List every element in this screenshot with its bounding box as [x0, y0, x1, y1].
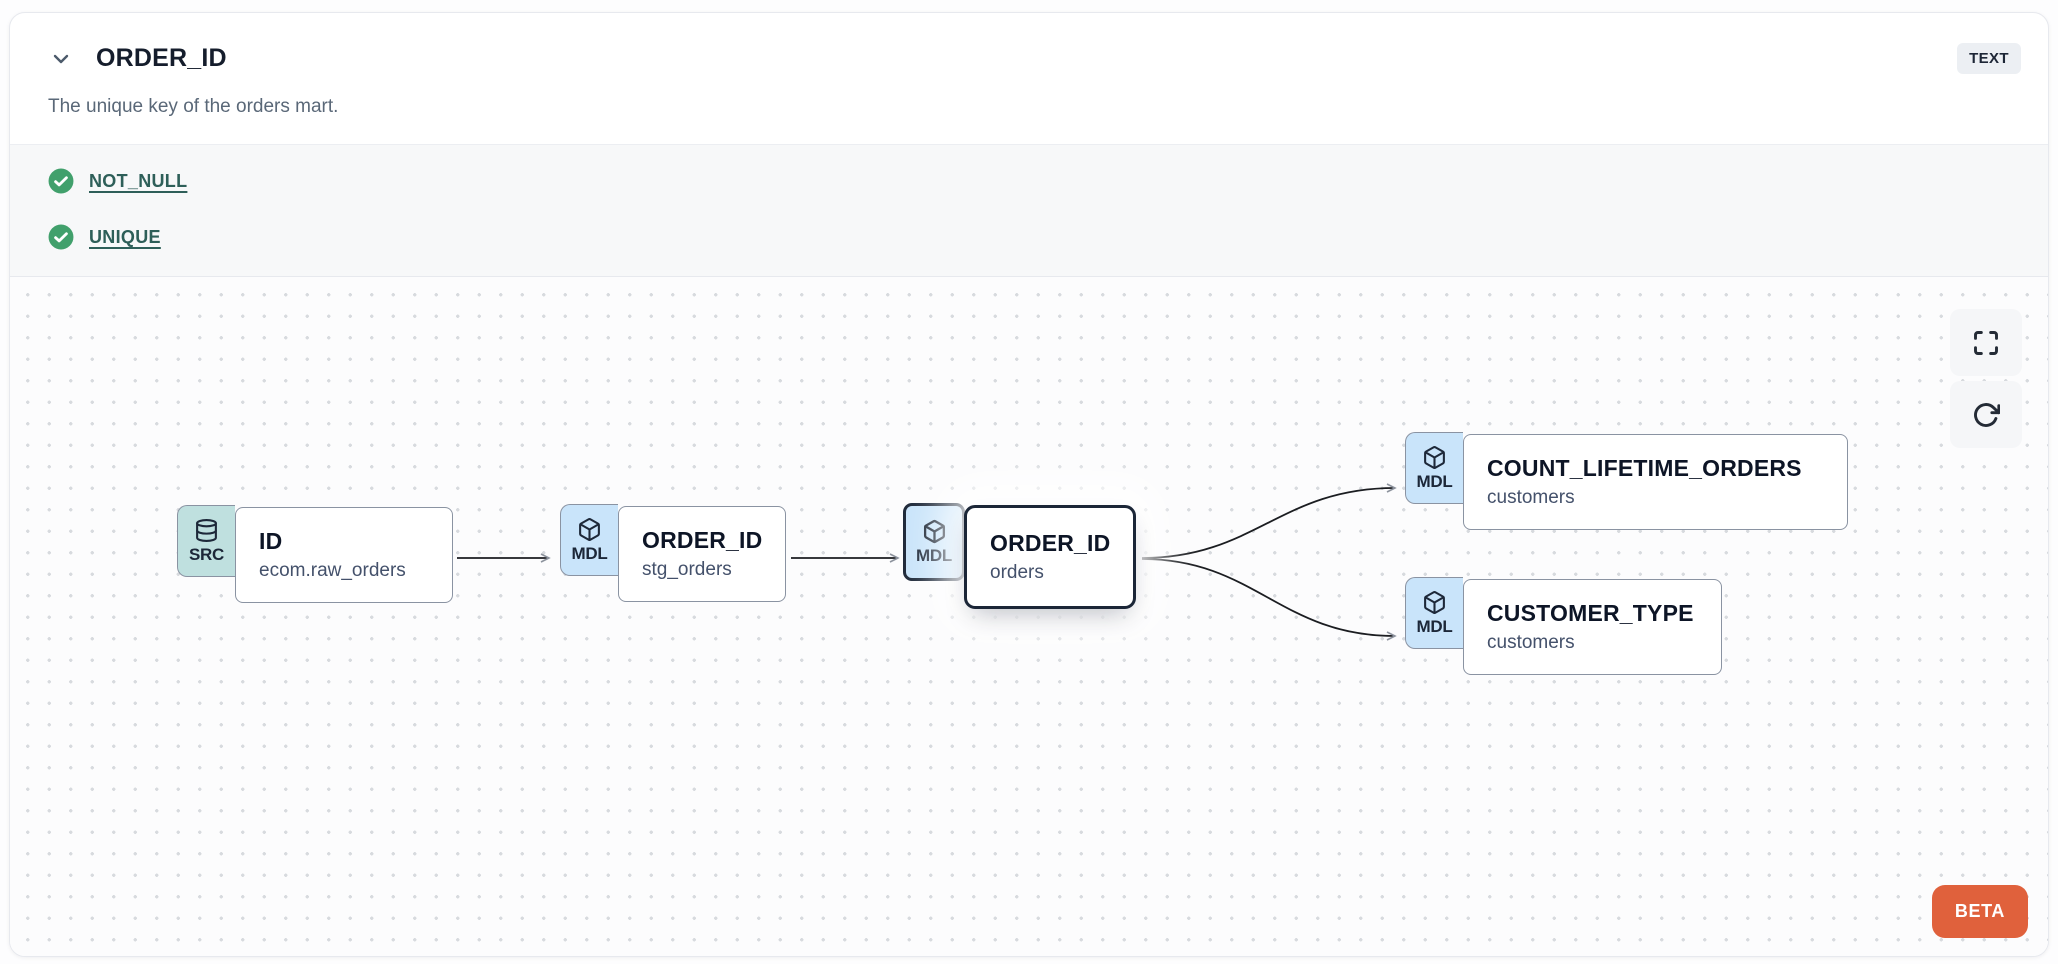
node-body: COUNT_LIFETIME_ORDERS customers	[1463, 434, 1848, 530]
edge-orders-to-customer-type	[1141, 558, 1397, 641]
node-subtitle: customers	[1487, 632, 1575, 653]
maximize-icon	[1974, 330, 1998, 355]
page-title: ORDER_ID	[96, 44, 227, 72]
lineage-edges	[457, 483, 1397, 641]
node-subtitle: ecom.raw_orders	[259, 560, 406, 581]
node-body: ORDER_ID orders	[964, 505, 1137, 609]
cube-icon	[1424, 445, 1445, 469]
node-title: ORDER_ID	[990, 530, 1111, 556]
node-body: ORDER_ID stg_orders	[618, 506, 787, 602]
column-type-badge: TEXT	[1957, 43, 2021, 74]
node-body: CUSTOMER_TYPE customers	[1463, 579, 1722, 675]
lineage-node-order-id-stg-orders[interactable]: MDL ORDER_ID stg_orders	[560, 504, 787, 602]
edge-orders-to-count-lifetime	[1141, 483, 1397, 559]
collapse-chevron-button[interactable]	[48, 46, 74, 72]
node-title: ID	[259, 528, 283, 554]
canvas-controls	[1950, 309, 2022, 448]
node-type-badge-mdl: MDL	[1405, 577, 1463, 649]
chevron-down-icon	[53, 54, 69, 63]
lineage-canvas[interactable]: SRC ID ecom.raw_orders MDL ORDER_ID stg_…	[10, 277, 2048, 956]
node-body: ID ecom.raw_orders	[235, 507, 453, 603]
node-type-badge-mdl: MDL	[560, 504, 618, 576]
column-details-card: ORDER_ID TEXT The unique key of the orde…	[9, 12, 2049, 957]
column-description: The unique key of the orders mart.	[48, 96, 339, 117]
cube-icon	[579, 517, 600, 541]
header: ORDER_ID TEXT	[10, 13, 2048, 74]
cube-icon	[1424, 590, 1445, 614]
lineage-node-count-lifetime-orders[interactable]: MDL COUNT_LIFETIME_ORDERS customers	[1405, 432, 1848, 530]
node-title: ORDER_ID	[642, 527, 763, 553]
fullscreen-button[interactable]	[1950, 309, 2022, 376]
lineage-node-order-id-orders-selected[interactable]: MDL ORDER_ID orders	[903, 503, 1137, 609]
node-type-badge-mdl: MDL	[1405, 432, 1463, 504]
check-circle-icon	[48, 224, 74, 250]
node-subtitle: stg_orders	[642, 559, 732, 580]
tests-section: NOT_NULL UNIQUE	[10, 144, 2048, 277]
refresh-button[interactable]	[1950, 381, 2022, 448]
cube-icon	[923, 519, 945, 543]
test-row: NOT_NULL	[48, 168, 2010, 194]
node-subtitle: orders	[990, 562, 1044, 583]
beta-badge: BETA	[1931, 885, 2028, 938]
test-link-unique[interactable]: UNIQUE	[89, 226, 161, 247]
test-row: UNIQUE	[48, 224, 2010, 250]
check-circle-icon	[48, 168, 74, 194]
node-title: CUSTOMER_TYPE	[1487, 600, 1694, 626]
test-link-not-null[interactable]: NOT_NULL	[89, 170, 188, 191]
node-subtitle: customers	[1487, 487, 1575, 508]
node-type-badge-src: SRC	[177, 505, 235, 577]
node-title: COUNT_LIFETIME_ORDERS	[1487, 455, 1802, 481]
database-icon	[196, 518, 217, 542]
lineage-node-customer-type[interactable]: MDL CUSTOMER_TYPE customers	[1405, 577, 1722, 675]
lineage-node-id-raw-orders[interactable]: SRC ID ecom.raw_orders	[177, 505, 453, 603]
node-type-badge-mdl: MDL	[903, 503, 965, 581]
refresh-icon	[1974, 402, 2000, 427]
